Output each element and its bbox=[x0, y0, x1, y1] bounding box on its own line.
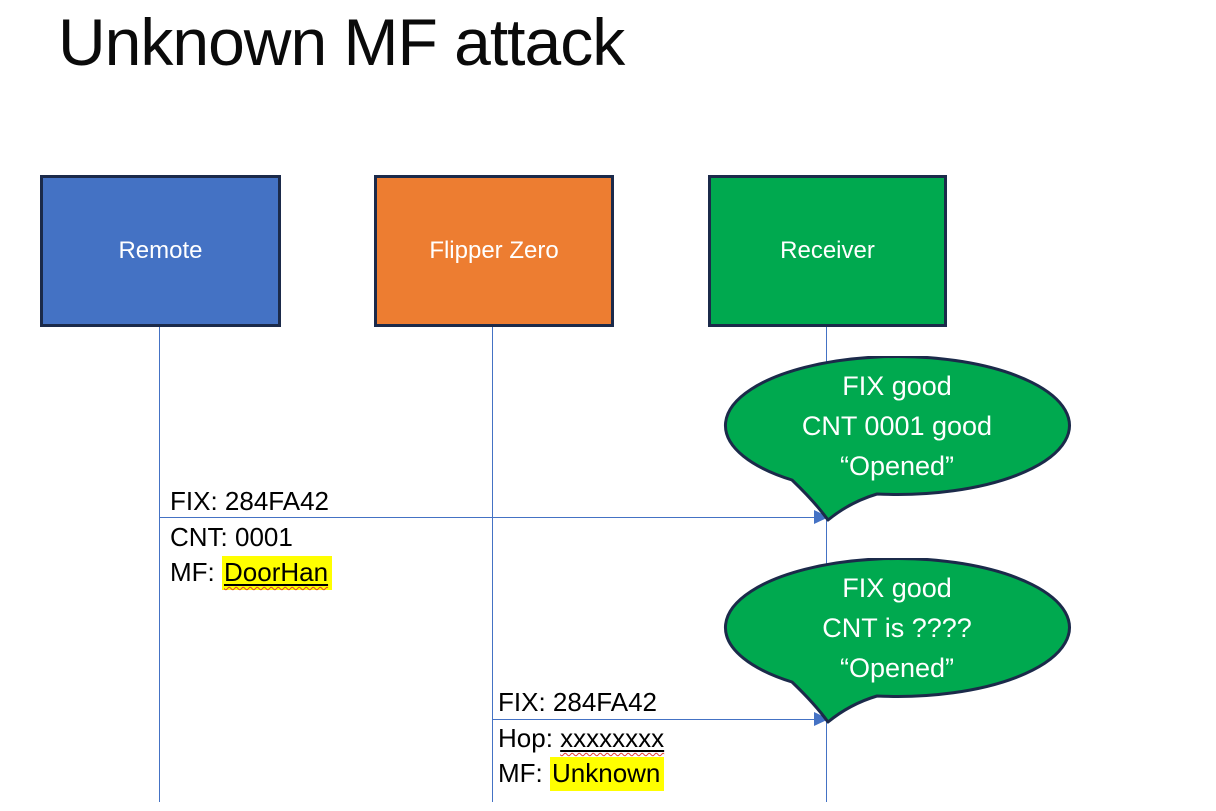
actor-label-remote: Remote bbox=[118, 237, 203, 264]
message2-fix-label: FIX: 284FA42 bbox=[498, 687, 657, 717]
callout2-text: FIX good CNT is ???? “Opened” bbox=[722, 558, 1072, 698]
message1-cnt-label: CNT: 0001 bbox=[170, 522, 293, 553]
message1-mf-label: MF: DoorHan bbox=[170, 556, 333, 590]
callout2-line3: “Opened” bbox=[839, 653, 955, 683]
callout2-line2: CNT is ???? bbox=[822, 613, 972, 643]
callout2-line1: FIX good bbox=[842, 573, 952, 603]
actor-box-receiver: Receiver bbox=[708, 175, 947, 327]
callout-bubble-2 bbox=[724, 558, 1071, 724]
actor-label-flipper-zero: Flipper Zero bbox=[429, 237, 559, 264]
message2-hop-prefix: Hop: bbox=[498, 723, 561, 753]
message2-mf-prefix: MF: bbox=[498, 758, 550, 788]
message2-mf-highlight: Unknown bbox=[550, 757, 665, 791]
message1-fix-label: FIX: 284FA42 bbox=[170, 486, 329, 516]
message1-mf-highlight: DoorHan bbox=[222, 556, 333, 590]
callout1-text: FIX good CNT 0001 good “Opened” bbox=[722, 356, 1072, 496]
callout1-line2: CNT 0001 good bbox=[801, 411, 993, 441]
message2-mf-value: Unknown bbox=[552, 758, 661, 788]
lifeline-flipper-zero bbox=[492, 327, 494, 802]
callout1-line3: “Opened” bbox=[839, 451, 955, 481]
slide-title: Unknown MF attack bbox=[58, 5, 625, 79]
message1-cnt-value: 0001 bbox=[235, 522, 293, 552]
message2-mf-label: MF: Unknown bbox=[498, 757, 665, 791]
message1-mf-value: DoorHan bbox=[224, 557, 329, 587]
callout1-line1: FIX good bbox=[842, 371, 952, 401]
message1-arrow-line bbox=[160, 517, 815, 518]
actor-box-flipper-zero: Flipper Zero bbox=[374, 175, 614, 327]
message2-hop-value: xxxxxxxx bbox=[560, 723, 665, 753]
actor-label-receiver: Receiver bbox=[780, 237, 875, 264]
message2-hop-label: Hop: xxxxxxxx bbox=[498, 723, 664, 754]
message2-arrow-line bbox=[493, 719, 815, 720]
callout-bubble-1 bbox=[724, 356, 1071, 522]
actor-box-remote: Remote bbox=[40, 175, 281, 327]
message1-mf-prefix: MF: bbox=[170, 557, 222, 587]
message1-cnt-prefix: CNT: bbox=[170, 522, 235, 552]
lifeline-remote bbox=[159, 327, 161, 802]
